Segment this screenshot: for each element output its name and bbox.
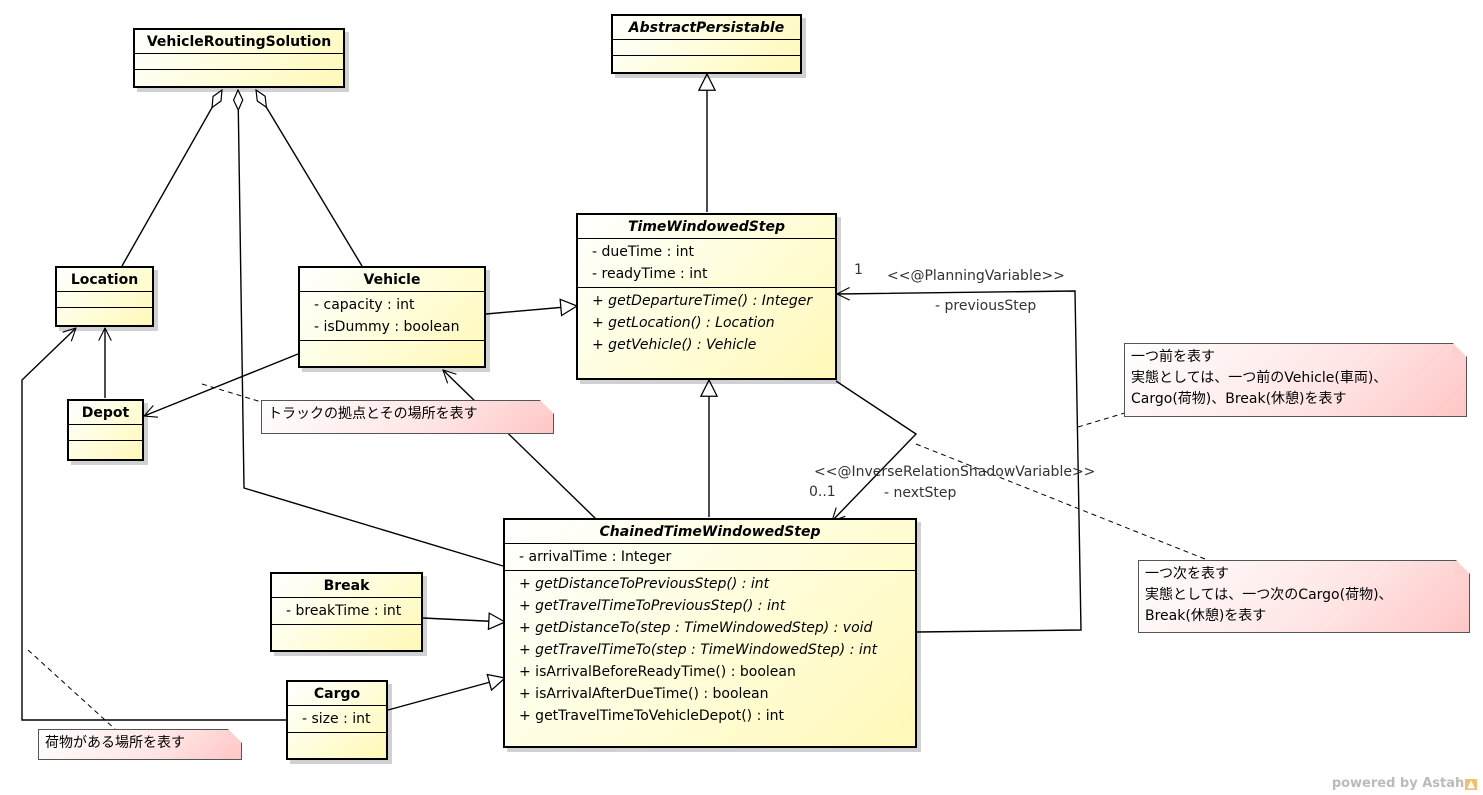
note-text: Cargo(荷物)、Break(休憩)を表す (1131, 391, 1347, 407)
attributes-section: - capacity : int - isDummy : boolean (300, 291, 484, 340)
class-cargo[interactable]: Cargo - size : int (286, 680, 388, 760)
attributes-section: - breakTime : int (272, 597, 421, 624)
note-depot[interactable]: トラックの拠点とその場所を表す (261, 400, 554, 434)
role-previous-step: - previousStep (935, 298, 1037, 314)
attributes-section: - size : int (288, 705, 386, 732)
assoc-next-step (832, 380, 918, 521)
attribute: - isDummy : boolean (314, 319, 460, 335)
attribute: - dueTime : int (592, 244, 695, 260)
class-name: Cargo (313, 686, 361, 702)
multiplicity-zero-one: 0..1 (809, 484, 836, 500)
stereotype-inverse-shadow-variable: <<@InverseRelationShadowVariable>> (814, 464, 1096, 480)
assoc-vehicle-depot (144, 353, 299, 416)
operation: + getDistanceTo(step : TimeWindowedStep)… (519, 620, 873, 636)
class-name: VehicleRoutingSolution (146, 34, 332, 50)
attribute: - size : int (302, 711, 371, 727)
gen-cargo-ctws (387, 678, 505, 711)
operation: + getTravelTimeToVehicleDepot() : int (519, 708, 784, 724)
operations-section (272, 624, 421, 635)
agg-vehicle (256, 90, 363, 267)
astah-logo-icon: ▲ (1465, 779, 1477, 790)
class-vehicle[interactable]: Vehicle - capacity : int - isDummy : boo… (298, 266, 486, 368)
anchor-depot-note (201, 383, 269, 405)
attributes-section (57, 291, 152, 307)
class-name: AbstractPersistable (628, 20, 785, 36)
note-text: 実態としては、一つ次のCargo(荷物)、 (1145, 587, 1393, 603)
class-abstract-persistable[interactable]: AbstractPersistable (611, 14, 802, 74)
note-text: Break(休憩)を表す (1145, 608, 1267, 624)
operation: + getTravelTimeToPreviousStep() : int (519, 598, 786, 614)
class-name: Depot (81, 405, 130, 421)
multiplicity-one: 1 (854, 262, 863, 278)
attribute: - breakTime : int (286, 603, 402, 619)
class-name: Vehicle (363, 272, 421, 288)
astah-watermark: powered by Astah▲ (1332, 776, 1477, 791)
class-name: Break (323, 578, 370, 594)
operations-section (57, 307, 152, 323)
operations-section (300, 340, 484, 351)
assoc-cargo-location (21, 328, 287, 721)
attributes-section (69, 424, 142, 440)
assoc-previous-step (837, 291, 1082, 633)
operation: + getVehicle() : Vehicle (592, 337, 757, 353)
operations-section (613, 55, 800, 71)
class-name: ChainedTimeWindowedStep (599, 524, 821, 540)
operation: + isArrivalBeforeReadyTime() : boolean (519, 664, 796, 680)
operation: + getDistanceToPreviousStep() : int (519, 576, 770, 592)
class-depot[interactable]: Depot (67, 399, 144, 461)
anchor-cargo-note (27, 649, 117, 731)
operation: + getTravelTimeTo(step : TimeWindowedSte… (519, 642, 878, 658)
operation: + getLocation() : Location (592, 315, 775, 331)
watermark-text: powered by Astah (1331, 776, 1465, 791)
operations-section (288, 732, 386, 743)
note-cargo[interactable]: 荷物がある場所を表す (38, 729, 242, 760)
anchor-next-note (915, 443, 1211, 562)
role-next-step: - nextStep (884, 485, 957, 501)
note-next-step[interactable]: 一つ次を表す 実態としては、一つ次のCargo(荷物)、 Break(休憩)を表… (1138, 560, 1470, 633)
agg-ctws (238, 90, 504, 567)
class-break[interactable]: Break - breakTime : int (270, 572, 423, 652)
operation: + isArrivalAfterDueTime() : boolean (519, 686, 769, 702)
attributes-section (135, 53, 343, 69)
attribute: - readyTime : int (592, 266, 708, 282)
agg-location (121, 90, 222, 267)
anchor-prev-note (1077, 411, 1129, 428)
gen-vehicle-tws (485, 306, 577, 314)
operations-section: + getDistanceToPreviousStep() : int + ge… (505, 570, 915, 729)
attributes-section: - arrivalTime : Integer (505, 543, 915, 570)
class-chained-time-windowed-step[interactable]: ChainedTimeWindowedStep - arrivalTime : … (503, 518, 917, 748)
class-vehicle-routing-solution[interactable]: VehicleRoutingSolution (133, 28, 345, 88)
attributes-section (613, 39, 800, 55)
stereotype-planning-variable: <<@PlanningVariable>> (887, 268, 1065, 284)
class-location[interactable]: Location (55, 266, 154, 327)
operations-section (135, 69, 343, 85)
class-name: Location (70, 272, 139, 288)
class-time-windowed-step[interactable]: TimeWindowedStep - dueTime : int - ready… (576, 213, 837, 380)
note-text: 実態としては、一つ前のVehicle(車両)、 (1131, 370, 1388, 386)
note-previous-step[interactable]: 一つ前を表す 実態としては、一つ前のVehicle(車両)、 Cargo(荷物)… (1124, 343, 1467, 417)
attribute: - capacity : int (314, 297, 415, 313)
note-text: 一つ前を表す (1131, 349, 1215, 365)
gen-break-ctws (422, 618, 505, 622)
attributes-section: - dueTime : int - readyTime : int (578, 238, 835, 287)
note-text: 荷物がある場所を表す (45, 735, 185, 751)
attribute: - arrivalTime : Integer (519, 549, 672, 565)
note-text: トラックの拠点とその場所を表す (268, 406, 478, 422)
operation: + getDepartureTime() : Integer (592, 293, 813, 309)
note-text: 一つ次を表す (1145, 566, 1229, 582)
class-name: TimeWindowedStep (627, 219, 786, 235)
operations-section (69, 440, 142, 456)
operations-section: + getDepartureTime() : Integer + getLoca… (578, 287, 835, 358)
assoc-ctws-vehicle (443, 370, 597, 520)
